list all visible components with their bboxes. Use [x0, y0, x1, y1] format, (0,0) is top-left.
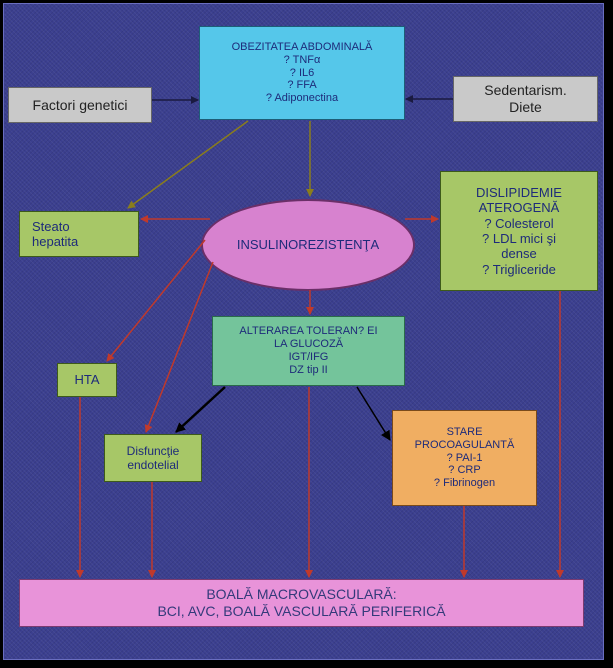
alterarea-line: LA GLUCOZĂ — [273, 338, 344, 351]
obezitate-title: OBEZITATEA ABDOMINALĂ — [231, 40, 373, 53]
stare-procoagulanta-box: STARE PROCOAGULANTĂ ? PAI-1 ? CRP ? Fibr… — [392, 410, 537, 506]
disfunctie-endoteliala-box: Disfuncţie endotelial — [104, 434, 202, 482]
arrow-ir-to-hta — [106, 239, 206, 362]
factori-genetici-box: Factori genetici — [8, 87, 152, 123]
boala-macrovasculara-box: BOALĂ MACROVASCULARĂ: BCI, AVC, BOALĂ VA… — [19, 579, 584, 627]
arrow-ir-to-disfunctie — [144, 261, 214, 433]
dislipidemie-line: dense — [501, 246, 537, 262]
steato-line: Steato — [32, 218, 70, 234]
sedentarism-box: Sedentarism. Diete — [453, 76, 598, 122]
steato-line: hepatita — [32, 234, 79, 249]
hta-box: HTA — [57, 363, 117, 397]
dislipidemie-line: ? Colesterol — [484, 215, 554, 231]
disfunctie-line: endotelial — [127, 458, 179, 472]
hta-label: HTA — [74, 372, 100, 388]
alterarea-line: ALTERAREA TOLERAN? EI — [239, 325, 378, 338]
dislipidemie-line: DISLIPIDEMIE — [476, 185, 562, 201]
obezitate-line: ? TNFα — [283, 53, 321, 66]
sedentarism-line: Sedentarism. — [484, 82, 567, 99]
dislipidemie-line: ATEROGENĂ — [478, 200, 560, 216]
alterarea-line: IGT/IFG — [288, 351, 329, 363]
dislipidemie-line: ? Trigliceride — [482, 261, 556, 277]
stare-line: STARE — [446, 425, 483, 438]
stare-line: ? CRP — [448, 464, 481, 477]
disfunctie-line: Disfuncţie — [126, 443, 180, 458]
steato-hepatita-box: Steato hepatita — [19, 211, 139, 257]
obezitate-line: ? FFA — [287, 79, 317, 92]
arrow-obezitate-to-steato — [127, 120, 249, 209]
stare-line: ? PAI-1 — [446, 451, 483, 464]
factori-genetici-label: Factori genetici — [32, 96, 128, 113]
obezitate-abdominala-box: OBEZITATEA ABDOMINALĂ ? TNFα ? IL6 ? FFA… — [199, 26, 405, 120]
dislipidemie-box: DISLIPIDEMIE ATEROGENĂ ? Colesterol ? LD… — [440, 171, 598, 291]
insulinorezistenta-ellipse: INSULINOREZISTENŢA — [201, 199, 415, 291]
obezitate-line: ? IL6 — [289, 66, 315, 79]
arrow-alterarea-to-disfunctie — [175, 386, 226, 433]
stare-line: PROCOAGULANTĂ — [414, 438, 515, 451]
stare-line: ? Fibrinogen — [433, 477, 496, 490]
sedentarism-line: Diete — [509, 99, 542, 115]
alterarea-tolerantei-box: ALTERAREA TOLERAN? EI LA GLUCOZĂ IGT/IFG… — [212, 316, 405, 386]
insulinorezistenta-label: INSULINOREZISTENŢA — [236, 237, 380, 253]
alterarea-line: DZ tip II — [289, 363, 328, 376]
boala-title: BOALĂ MACROVASCULARĂ: — [206, 585, 397, 602]
dislipidemie-line: ? LDL mici şi — [482, 231, 556, 246]
obezitate-line: ? Adiponectina — [265, 92, 339, 105]
arrow-alterarea-to-stare — [356, 386, 391, 441]
boala-subtitle: BCI, AVC, BOALĂ VASCULARĂ PERIFERICĂ — [157, 603, 446, 619]
